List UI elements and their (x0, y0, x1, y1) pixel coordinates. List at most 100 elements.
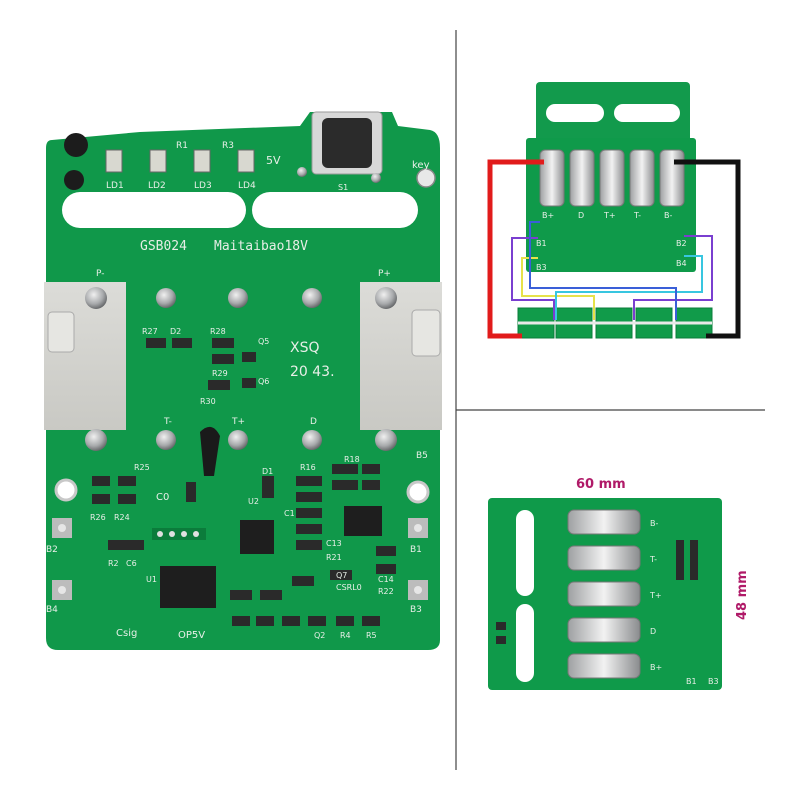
label-maker: Maitaibao18V (214, 239, 308, 254)
label-c1: C1 (284, 509, 295, 518)
label-r22: R22 (378, 587, 394, 596)
label-c14: C14 (378, 575, 394, 584)
br-label-b3: B3 (708, 677, 719, 686)
tr-label-b1: B1 (536, 239, 547, 248)
header-pins (152, 528, 206, 540)
br-label-b1: B1 (686, 677, 697, 686)
dimension-width-label: 60 mm (576, 477, 626, 492)
ic-u1 (160, 566, 216, 608)
label-r18: R18 (344, 455, 360, 464)
label-u2: U2 (248, 497, 259, 506)
wire-red (487, 159, 544, 339)
label-op5v: OP5V (178, 630, 205, 641)
top-right-slot-1 (546, 104, 604, 122)
tr-label-tplus: T+ (603, 211, 616, 220)
label-q5: Q5 (258, 337, 269, 346)
top-right-terminals (539, 149, 685, 207)
br-terminals (567, 509, 641, 679)
br-pads (496, 540, 698, 644)
label-b1: B1 (410, 545, 422, 555)
label-ld1: LD1 (106, 181, 124, 191)
label-u1: U1 (146, 575, 157, 584)
label-ld2: LD2 (148, 181, 166, 191)
left-pcb-board: GSB024 Maitaibao18V XSQ 20 43. 5V key S1… (44, 111, 442, 650)
label-pplus: P+ (378, 269, 391, 279)
left-slot-2 (252, 192, 418, 228)
label-ld3: LD3 (194, 181, 212, 191)
label-r16: R16 (300, 463, 316, 472)
label-b4: B4 (46, 605, 58, 615)
br-label-tplus: T+ (649, 591, 662, 600)
label-q7: Q7 (336, 571, 347, 580)
tr-label-b4: B4 (676, 259, 687, 268)
label-model: GSB024 (140, 239, 187, 254)
bottom-right-pcb-board: B- T- T+ D B+ B1 B3 60 mm 48 mm (488, 477, 750, 690)
tr-label-d: D (578, 211, 584, 220)
top-right-slot-2 (614, 104, 680, 122)
label-code2: 20 43. (290, 364, 335, 380)
label-b2: B2 (46, 545, 58, 555)
label-r1: R1 (176, 141, 188, 151)
label-s1: S1 (338, 183, 348, 192)
left-hole-dark-2 (64, 170, 84, 190)
label-r27: R27 (142, 327, 158, 336)
label-csig: Csig (116, 628, 137, 639)
left-strip-pminus (44, 282, 126, 430)
smd-components (92, 338, 396, 626)
left-hole-right (416, 168, 436, 188)
left-square-pads (52, 518, 428, 600)
wire-cyan (555, 255, 703, 320)
label-c6: C6 (126, 559, 137, 568)
left-silkscreen: GSB024 Maitaibao18V XSQ 20 43. 5V key S1… (46, 141, 430, 641)
wire-yellow (521, 257, 595, 320)
label-tplus: T+ (231, 417, 245, 427)
br-label-tminus: T- (649, 555, 657, 564)
left-solder-pads (85, 287, 397, 451)
label-b3: B3 (410, 605, 422, 615)
br-silkscreen: B- T- T+ D B+ B1 B3 (649, 519, 719, 686)
top-right-board-top (536, 82, 690, 144)
label-pminus: P- (96, 269, 104, 279)
label-d: D (310, 417, 317, 427)
br-slot-2 (516, 604, 534, 682)
left-slot-1 (62, 192, 246, 228)
led-row (105, 149, 255, 173)
label-q2: Q2 (314, 631, 325, 640)
label-q6: Q6 (258, 377, 269, 386)
label-tminus: T- (163, 417, 172, 427)
label-r29: R29 (212, 369, 228, 378)
switch-pin-2 (371, 173, 381, 183)
br-label-d: D (650, 627, 656, 636)
tr-label-b3: B3 (536, 263, 547, 272)
left-hole-dark-1 (64, 133, 88, 157)
label-d2: D2 (170, 327, 181, 336)
ic-u2 (240, 520, 274, 554)
tr-label-bminus: B- (664, 211, 672, 220)
top-right-silkscreen: B+ D T+ T- B- B1 B3 B2 B4 (536, 211, 687, 272)
label-ld4: LD4 (238, 181, 256, 191)
dimension-height-label: 48 mm (735, 570, 750, 620)
label-r4: R4 (340, 631, 351, 640)
label-d1: D1 (262, 467, 273, 476)
left-mounting-holes (54, 478, 430, 504)
label-r21: R21 (326, 553, 342, 562)
ic-right (344, 506, 382, 536)
wire-purple-left (511, 237, 555, 320)
wire-blue (529, 221, 677, 320)
label-key: key (412, 160, 430, 171)
label-b5: B5 (416, 451, 428, 461)
label-csrl0: CSRL0 (336, 583, 362, 592)
label-5v: 5V (266, 154, 281, 167)
br-label-bminus-top: B- (650, 519, 658, 528)
label-r2: R2 (108, 559, 119, 568)
left-strip-pminus-tab (47, 311, 75, 353)
top-right-cell-tabs (517, 307, 713, 339)
label-c13: C13 (326, 539, 342, 548)
label-code1: XSQ (290, 340, 320, 356)
label-r26: R26 (90, 513, 106, 522)
wire-black (674, 159, 741, 339)
tr-label-b2: B2 (676, 239, 687, 248)
wire-purple-right (633, 235, 713, 320)
tactile-switch-button (322, 118, 372, 168)
